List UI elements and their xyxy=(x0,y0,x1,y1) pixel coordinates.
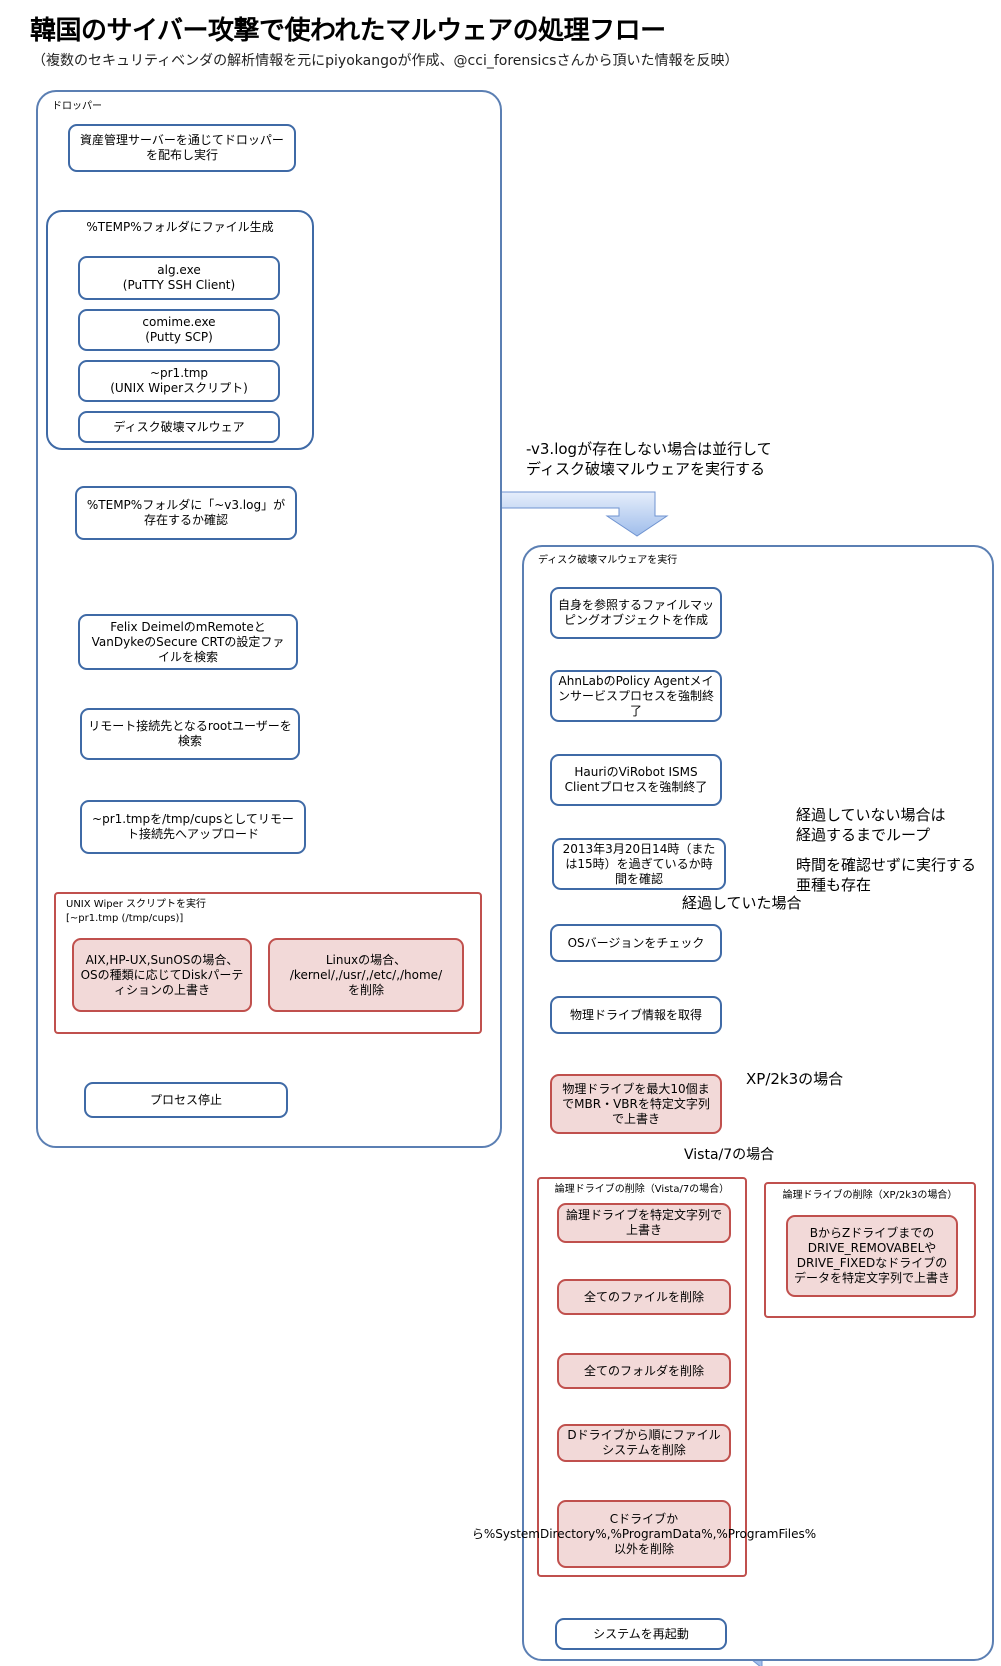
disk-step-physical-drive-info: 物理ドライブ情報を取得 xyxy=(550,996,722,1034)
disk-wiper-label: ディスク破壊マルウェアを実行 xyxy=(538,555,678,566)
temp-files-group-label: %TEMP%フォルダにファイル生成 xyxy=(86,220,274,234)
disk-step-kill-hauri: HauriのViRobot ISMS Clientプロセスを強制終了 xyxy=(550,754,722,806)
file-pr1-tmp: ~pr1.tmp (UNIX Wiperスクリプト) xyxy=(78,360,280,402)
unix-wiper-group-label: UNIX Wiper スクリプトを実行 [~pr1.tmp (/tmp/cups… xyxy=(66,899,207,924)
dropper-label: ドロッパー xyxy=(52,101,102,112)
variant-note: 時間を確認せずに実行する 亜種も存在 xyxy=(796,856,977,894)
file-disk-wiper: ディスク破壊マルウェア xyxy=(78,411,280,443)
parallel-note: -v3.logが存在しない場合は並行して ディスク破壊マルウェアを実行する xyxy=(526,440,772,478)
disk-step-kill-ahnlab: AhnLabのPolicy Agentメインサービスプロセスを強制終了 xyxy=(550,670,722,722)
unix-wiper-aix: AIX,HP-UX,SunOSの場合、OSの種類に応じてDiskパーティションの… xyxy=(72,938,252,1012)
passed-note: 経過していた場合 xyxy=(682,894,802,912)
xp-overwrite-drives: BからZドライブまでのDRIVE_REMOVABELやDRIVE_FIXEDなド… xyxy=(786,1215,958,1297)
page-title: 韓国のサイバー攻撃で使われたマルウェアの処理フロー xyxy=(30,16,666,46)
vista-overwrite-logical: 論理ドライブを特定文字列で上書き xyxy=(557,1203,731,1243)
page-subtitle: （複数のセキュリティベンダの解析情報を元にpiyokangoが作成、@cci_f… xyxy=(32,53,739,69)
process-stop: プロセス停止 xyxy=(84,1082,288,1118)
upload-pr1: ~pr1.tmpを/tmp/cupsとしてリモート接続先へアップロード xyxy=(80,800,306,854)
disk-step-os-version: OSバージョンをチェック xyxy=(550,924,722,962)
vista-note: Vista/7の場合 xyxy=(684,1147,775,1163)
search-config-files: Felix DeimelのmRemoteとVanDykeのSecure CRTの… xyxy=(78,614,298,670)
disk-step-check-time: 2013年3月20日14時（または15時）を過ぎているか時間を確認 xyxy=(552,838,726,890)
xp-group-label: 論理ドライブの削除（XP/2k3の場合） xyxy=(782,1190,958,1201)
search-root-user: リモート接続先となるrootユーザーを検索 xyxy=(80,708,300,760)
file-alg-exe: alg.exe (PuTTY SSH Client) xyxy=(78,256,280,300)
loop-note: 経過していない場合は 経過するまでループ xyxy=(796,806,946,844)
vista-delete-c-drive: Cドライブから%SystemDirectory%,%ProgramData%,%… xyxy=(472,1500,816,1568)
vista-delete-files: 全てのファイルを削除 xyxy=(557,1279,731,1315)
disk-step-file-mapping: 自身を参照するファイルマッピングオブジェクトを作成 xyxy=(550,587,722,639)
unix-wiper-linux: Linuxの場合、 /kernel/,/usr/,/etc/,/home/ を削… xyxy=(268,938,464,1012)
disk-step-overwrite-mbr: 物理ドライブを最大10個までMBR・VBRを特定文字列で上書き xyxy=(550,1074,722,1134)
file-comime-exe: comime.exe (Putty SCP) xyxy=(78,309,280,351)
xp-note: XP/2k3の場合 xyxy=(746,1070,844,1088)
dropper-step-distribute: 資産管理サーバーを通じてドロッパーを配布し実行 xyxy=(68,124,296,172)
vista-group-label: 論理ドライブの削除（Vista/7の場合） xyxy=(554,1184,730,1195)
vista-delete-folders: 全てのフォルダを削除 xyxy=(557,1353,731,1389)
system-reboot: システムを再起動 xyxy=(555,1618,727,1650)
vista-delete-filesystem: Dドライブから順にファイルシステムを削除 xyxy=(557,1424,731,1462)
check-v3-log: %TEMP%フォルダに「~v3.log」が存在するか確認 xyxy=(75,486,297,540)
